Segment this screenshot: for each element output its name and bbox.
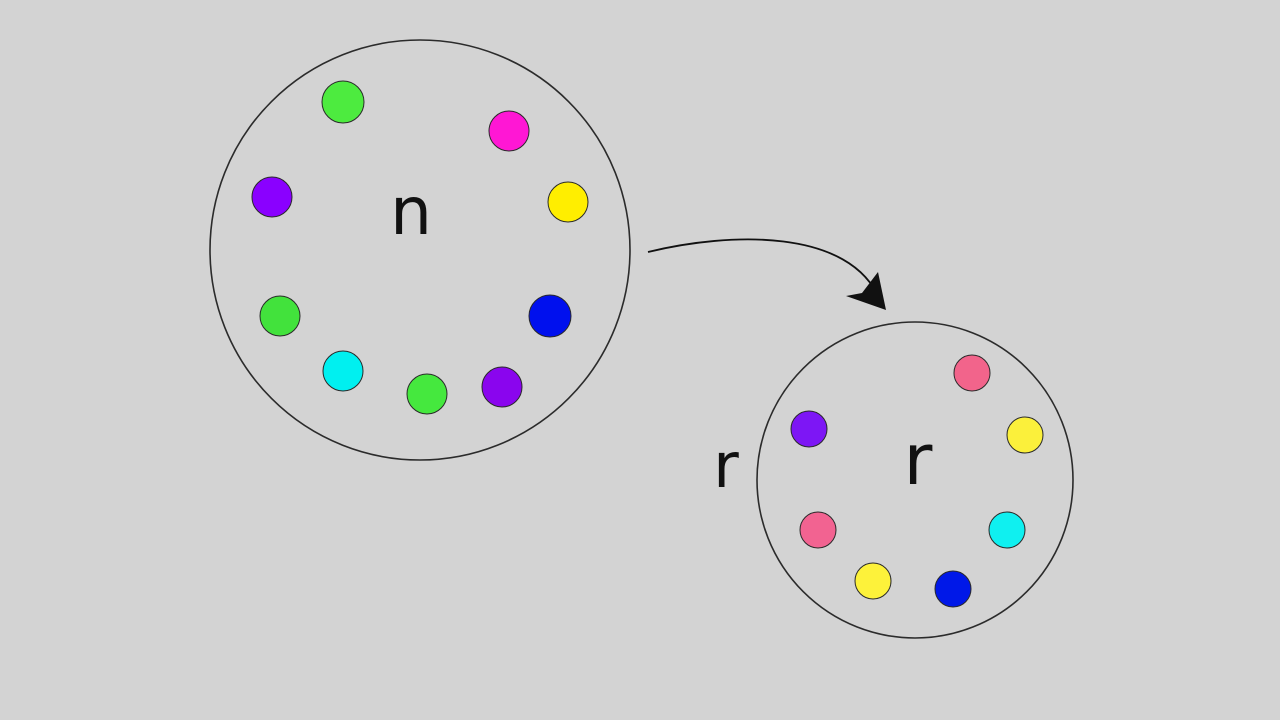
subset-dot — [953, 354, 991, 392]
source-set-circle — [209, 39, 631, 461]
subset-dot — [934, 570, 972, 608]
selection-arrow — [647, 238, 886, 310]
subset-dot — [790, 410, 828, 448]
source-dot — [528, 294, 572, 338]
subset-dot — [1006, 416, 1044, 454]
subset-label: r — [904, 419, 933, 501]
arrow-curve — [647, 238, 881, 301]
source-dot — [251, 176, 293, 218]
subset-dot — [854, 562, 892, 600]
source-dot — [259, 295, 301, 337]
source-dot — [406, 373, 448, 415]
source-dot — [488, 110, 530, 152]
source-dot — [321, 80, 365, 124]
subset-circle — [756, 321, 1074, 639]
source-dot — [547, 181, 589, 223]
subset-set: r — [756, 321, 1074, 639]
source-dot — [322, 350, 364, 392]
subset-size-label: r — [713, 429, 739, 502]
source-set: n — [209, 39, 631, 461]
subset-dot — [799, 511, 837, 549]
source-set-label: n — [390, 173, 432, 250]
source-dot — [481, 366, 523, 408]
arrow-head-icon — [846, 272, 886, 310]
subset-dot — [988, 511, 1026, 549]
